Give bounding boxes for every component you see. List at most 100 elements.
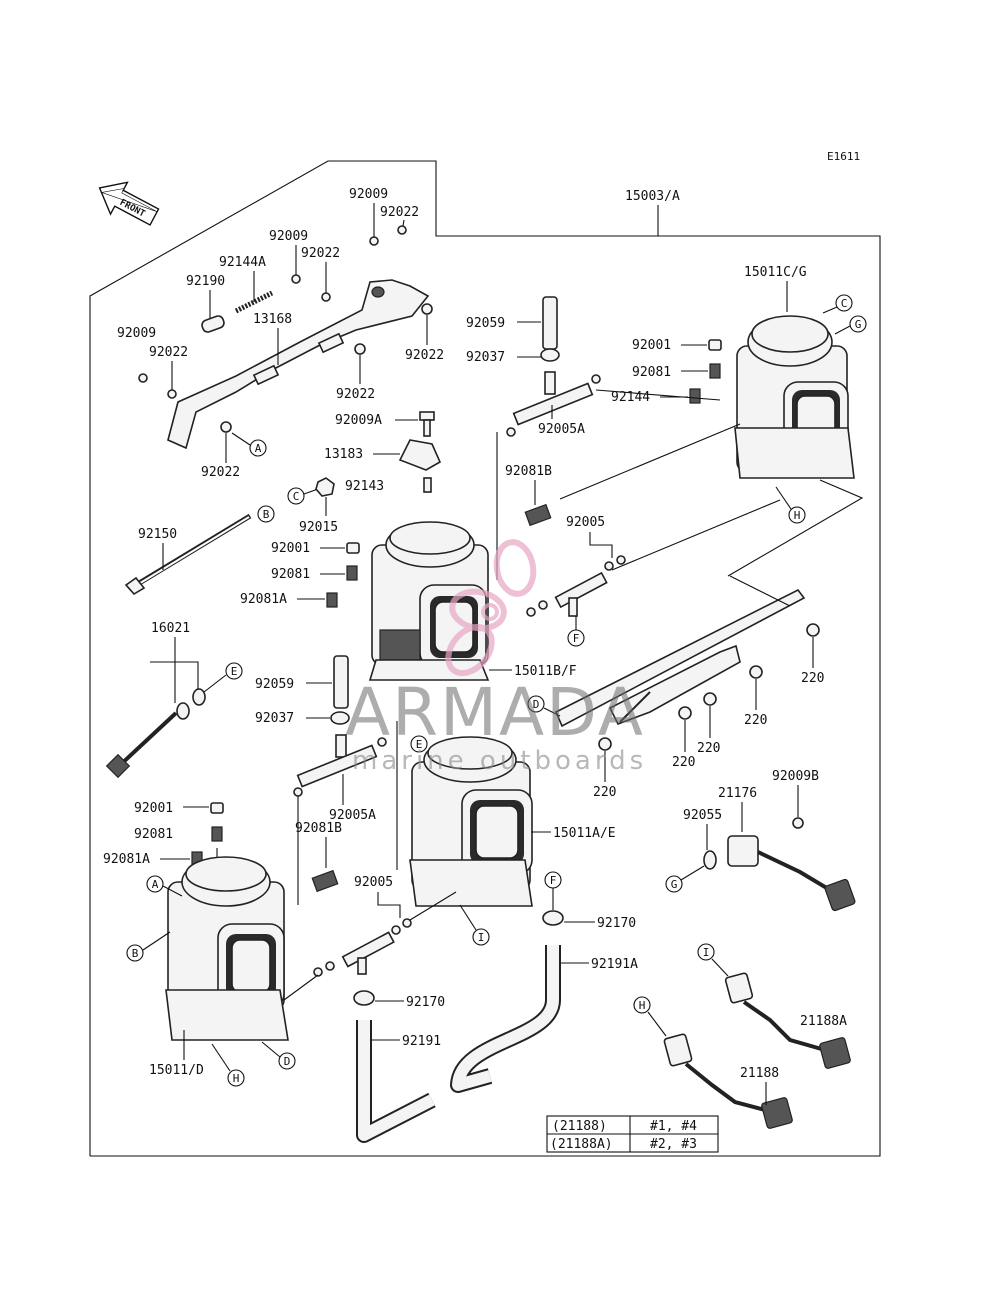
screw-92001-r — [708, 339, 722, 351]
pin-92143 — [423, 477, 432, 493]
screw-220-d — [678, 706, 692, 720]
spring-92081A-mid — [326, 592, 338, 608]
svg-text:B: B — [132, 947, 139, 960]
label-92143: 92143 — [345, 479, 384, 494]
callout-D1: D — [527, 695, 561, 717]
diagram-code: E1611 — [827, 150, 860, 163]
spring-92081B-low — [311, 869, 339, 893]
svg-text:B: B — [263, 508, 270, 521]
label-92150: 92150 — [138, 527, 177, 542]
label-16021: 16021 — [151, 621, 190, 636]
screw-92009A — [419, 411, 435, 437]
label-92081A-l: 92081A — [103, 852, 150, 867]
callout-D2: D — [261, 1041, 296, 1070]
label-92170-b: 92170 — [406, 995, 445, 1010]
label-92001-l: 92001 — [134, 801, 173, 816]
label-92037-low: 92037 — [255, 711, 294, 726]
cable-16021 — [105, 688, 206, 779]
diagram-frame — [89, 160, 881, 1157]
label-92059-top: 92059 — [466, 316, 505, 331]
label-21188A: 21188A — [800, 1014, 847, 1029]
svg-text:G: G — [671, 878, 678, 891]
label-15011AE: 15011A/E — [553, 826, 616, 841]
callout-G2: G — [665, 865, 705, 893]
clamp-92170-b — [353, 990, 375, 1006]
label-92022-e: 92022 — [336, 387, 375, 402]
label-220-e: 220 — [593, 785, 616, 800]
callout-I2: I — [697, 943, 729, 977]
spring-92144-r — [689, 388, 701, 404]
svg-text:C: C — [841, 297, 848, 310]
svg-text:A: A — [152, 878, 159, 891]
legend-table: (21188) #1, #4 (21188A) #2, #3 — [546, 1115, 719, 1153]
label-92022-b: 92022 — [301, 246, 340, 261]
svg-text:F: F — [550, 874, 557, 887]
svg-text:D: D — [533, 698, 540, 711]
clamp-92170-a — [542, 910, 564, 926]
label-92005-mid: 92005 — [566, 515, 605, 530]
callout-H1: H — [775, 486, 806, 524]
label-220-d: 220 — [672, 755, 695, 770]
label-92190: 92190 — [186, 274, 225, 289]
label-92022-c: 92022 — [149, 345, 188, 360]
label-92001-mid: 92001 — [271, 541, 310, 556]
legend-row1-cyl: #1, #4 — [650, 1119, 697, 1134]
spring-92081B-top — [524, 503, 552, 527]
front-arrow-icon: FRONT — [98, 181, 160, 226]
hose-92059-low — [293, 655, 387, 797]
sensor-21176 — [703, 817, 856, 912]
spring-92081-l — [211, 826, 223, 842]
label-15011CG: 15011C/G — [744, 265, 807, 280]
label-13168: 13168 — [253, 312, 292, 327]
label-92009A: 92009A — [335, 413, 382, 428]
screw-92001-mid — [346, 542, 360, 554]
label-92005A-low: 92005A — [329, 808, 376, 823]
svg-text:H: H — [794, 509, 801, 522]
label-220-b: 220 — [744, 713, 767, 728]
label-92081B-low: 92081B — [295, 821, 342, 836]
screw-220-e — [598, 737, 612, 751]
bolt-92150 — [124, 513, 252, 596]
callout-E1: E — [203, 662, 243, 693]
callout-G1: G — [834, 315, 867, 335]
callout-B2: B — [126, 931, 171, 962]
callout-F2: F — [544, 871, 562, 910]
carburetor-15011AE — [409, 736, 533, 907]
label-92005-low: 92005 — [354, 875, 393, 890]
screw-220-c — [703, 692, 717, 706]
sensor-21188A — [724, 972, 851, 1069]
svg-text:C: C — [293, 490, 300, 503]
svg-text:G: G — [855, 318, 862, 331]
watermark-brand: ARMADA — [345, 674, 645, 751]
legend-row2-cyl: #2, #3 — [650, 1137, 697, 1152]
spring-92081-r — [709, 363, 721, 379]
label-15011BF: 15011B/F — [514, 664, 577, 679]
label-13183: 13183 — [324, 447, 363, 462]
legend-row1-part: (21188) — [552, 1119, 607, 1134]
label-21188: 21188 — [740, 1066, 779, 1081]
screw-220-b — [749, 665, 763, 679]
bracket-plate — [167, 279, 430, 450]
label-92022-d: 92022 — [201, 465, 240, 480]
callout-E2: E — [410, 735, 428, 753]
label-92001-r: 92001 — [632, 338, 671, 353]
svg-text:I: I — [703, 946, 710, 959]
label-92009B: 92009B — [772, 769, 819, 784]
label-92081-l: 92081 — [134, 827, 173, 842]
callout-H2: H — [211, 1043, 245, 1087]
svg-text:A: A — [255, 442, 262, 455]
label-92022-f: 92022 — [405, 348, 444, 363]
label-92037-top: 92037 — [466, 350, 505, 365]
callout-B1: B — [257, 505, 275, 523]
watermark-logo — [445, 539, 537, 677]
label-92081-mid: 92081 — [271, 567, 310, 582]
label-220-c: 220 — [697, 741, 720, 756]
clip-13183 — [398, 439, 442, 471]
label-220-a: 220 — [801, 671, 824, 686]
svg-text:H: H — [233, 1072, 240, 1085]
spring-92081-mid — [346, 565, 358, 581]
label-92009-c: 92009 — [117, 326, 156, 341]
label-15003A: 15003/A — [625, 189, 680, 204]
callout-F1: F — [567, 616, 585, 647]
